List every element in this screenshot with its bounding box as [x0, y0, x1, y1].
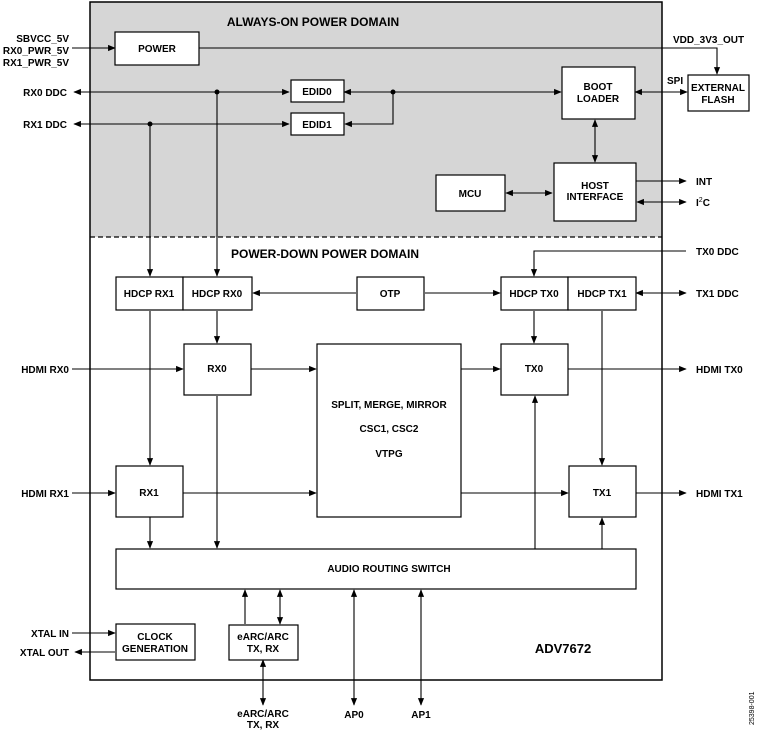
power-label: POWER	[138, 44, 177, 55]
rx1-pwr-label: RX1_PWR_5V	[3, 58, 69, 69]
clock-generation-label-2: GENERATION	[122, 644, 188, 655]
chip-name: ADV7672	[535, 641, 591, 656]
vdd-out-line	[199, 47, 721, 75]
edid0-label: EDID0	[302, 87, 332, 98]
int-label: INT	[696, 177, 712, 188]
vdd-label: VDD_3V3_OUT	[673, 35, 744, 46]
hdcp-tx1-block: HDCP TX1	[567, 276, 637, 311]
hdmi-tx1-label: HDMI TX1	[696, 489, 743, 500]
hdcp-rx0-block: HDCP RX0	[182, 276, 253, 311]
audio-routing-label: AUDIO ROUTING SWITCH	[327, 564, 450, 575]
processing-label-2: CSC1, CSC2	[360, 424, 419, 435]
ap1-label: AP1	[411, 710, 431, 721]
always-on-domain-label: ALWAYS-ON POWER DOMAIN	[227, 15, 399, 29]
edid0-block: EDID0	[290, 79, 345, 103]
processing-label-1: SPLIT, MERGE, MIRROR	[331, 400, 447, 411]
connections	[72, 44, 721, 706]
external-flash-block: EXTERNAL FLASH	[687, 74, 750, 112]
i2c-sup: 2	[699, 197, 703, 204]
earc-block-label-1: eARC/ARC	[237, 632, 289, 643]
power-down-domain-label: POWER-DOWN POWER DOMAIN	[231, 247, 419, 261]
edid1-boot-line	[344, 92, 394, 128]
otp-block: OTP	[356, 276, 425, 311]
boot-loader-block: BOOT LOADER	[561, 66, 636, 120]
rx0-ddc-label: RX0 DDC	[23, 88, 67, 99]
boot-loader-label-2: LOADER	[577, 94, 620, 105]
ap0-label: AP0	[344, 710, 364, 721]
host-interface-block: HOST INTERFACE	[553, 162, 637, 222]
boot-loader-label-1: BOOT	[584, 82, 613, 93]
mcu-label: MCU	[459, 189, 482, 200]
host-interface-label-1: HOST	[581, 181, 609, 192]
chip-outline	[89, 1, 663, 681]
spi-label: SPI	[667, 76, 683, 87]
processing-label-3: VTPG	[375, 449, 402, 460]
hdcp-rx1-label: HDCP RX1	[124, 289, 175, 300]
tx1-ddc-label: TX1 DDC	[696, 289, 739, 300]
tx0-ddc-label: TX0 DDC	[696, 247, 739, 258]
otp-label: OTP	[380, 289, 401, 300]
power-block: POWER	[114, 31, 200, 66]
hdcp-tx0-label: HDCP TX0	[509, 289, 559, 300]
tx0-label: TX0	[525, 364, 544, 375]
tx0-ddc-line	[530, 250, 686, 277]
processing-block: SPLIT, MERGE, MIRROR CSC1, CSC2 VTPG	[316, 343, 462, 518]
earc-pin-label-2: TX, RX	[247, 720, 280, 731]
hdcp-rx1-block: HDCP RX1	[115, 276, 184, 311]
i2c-prefix: I	[696, 198, 699, 209]
host-interface-label-2: INTERFACE	[567, 192, 624, 203]
i2c-suffix: C	[703, 198, 710, 209]
rx1-block: RX1	[115, 465, 184, 518]
figure-id: 25398-001	[749, 691, 756, 725]
hdcp-rx0-label: HDCP RX0	[192, 289, 243, 300]
external-flash-label-1: EXTERNAL	[691, 83, 745, 94]
sbvcc-label: SBVCC_5V	[16, 34, 69, 45]
pin-labels: SBVCC_5V RX0_PWR_5V RX1_PWR_5V RX0 DDC R…	[3, 34, 744, 731]
tx1-block: TX1	[568, 465, 637, 518]
tx0-block: TX0	[500, 343, 569, 396]
hdmi-tx0-label: HDMI TX0	[696, 365, 743, 376]
rx1-ddc-label: RX1 DDC	[23, 120, 67, 131]
rx0-label: RX0	[207, 364, 227, 375]
i2c-label: I2C	[696, 197, 710, 209]
earc-block: eARC/ARC TX, RX	[228, 624, 299, 661]
hdcp-tx0-block: HDCP TX0	[500, 276, 569, 311]
clock-generation-block: CLOCK GENERATION	[115, 623, 196, 661]
external-flash-label-2: FLASH	[701, 95, 734, 106]
rx1-label: RX1	[139, 488, 159, 499]
clock-generation-label-1: CLOCK	[137, 632, 173, 643]
tx1-label: TX1	[593, 488, 612, 499]
rx0-pwr-label: RX0_PWR_5V	[3, 46, 69, 57]
xtal-out-label: XTAL OUT	[20, 648, 69, 659]
rx0-block: RX0	[183, 343, 252, 396]
mcu-block: MCU	[435, 174, 506, 212]
hdcp-tx1-label: HDCP TX1	[577, 289, 627, 300]
earc-block-label-2: TX, RX	[247, 644, 280, 655]
xtal-in-label: XTAL IN	[31, 629, 69, 640]
edid1-label: EDID1	[302, 120, 332, 131]
hdmi-rx1-label: HDMI RX1	[21, 489, 69, 500]
earc-pin-label-1: eARC/ARC	[237, 709, 289, 720]
edid1-block: EDID1	[290, 112, 345, 136]
hdmi-rx0-label: HDMI RX0	[21, 365, 69, 376]
audio-routing-block: AUDIO ROUTING SWITCH	[115, 548, 637, 590]
